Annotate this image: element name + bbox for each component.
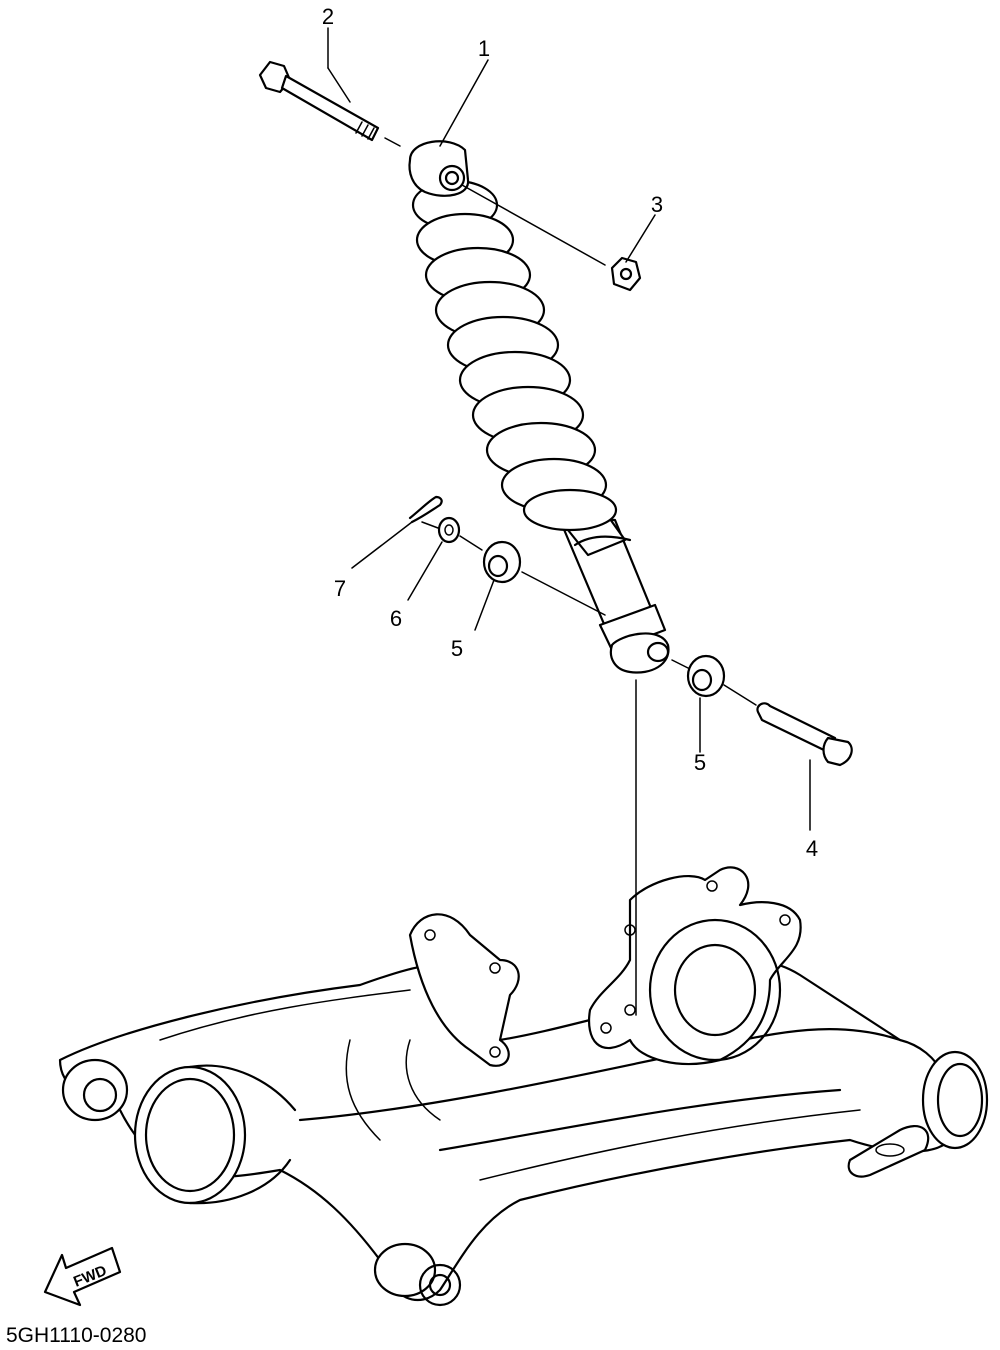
collar-left	[482, 540, 522, 584]
swingarm	[58, 866, 989, 1307]
upper-nut	[610, 256, 642, 292]
callout-6: 6	[390, 606, 402, 631]
collar-right	[686, 654, 726, 698]
callout-5-left: 5	[451, 636, 463, 661]
lower-mounting-pin	[756, 702, 853, 767]
callout-2: 2	[322, 4, 334, 29]
upper-mounting-bolt	[258, 60, 380, 142]
callout-3: 3	[651, 192, 663, 217]
shock-spring	[411, 179, 618, 532]
callout-5-right: 5	[694, 750, 706, 775]
callout-1: 1	[478, 36, 490, 61]
assembly-lines	[384, 137, 757, 1016]
callout-4: 4	[806, 836, 818, 861]
diagram-code: 5GH1110-0280	[6, 1324, 147, 1347]
fwd-arrow-icon: FWD	[43, 1246, 122, 1307]
callout-7: 7	[334, 576, 346, 601]
callout-leaders	[327, 27, 811, 831]
rear-shock-absorber	[408, 140, 670, 674]
cotter-pin	[408, 495, 443, 524]
washer	[437, 516, 461, 544]
